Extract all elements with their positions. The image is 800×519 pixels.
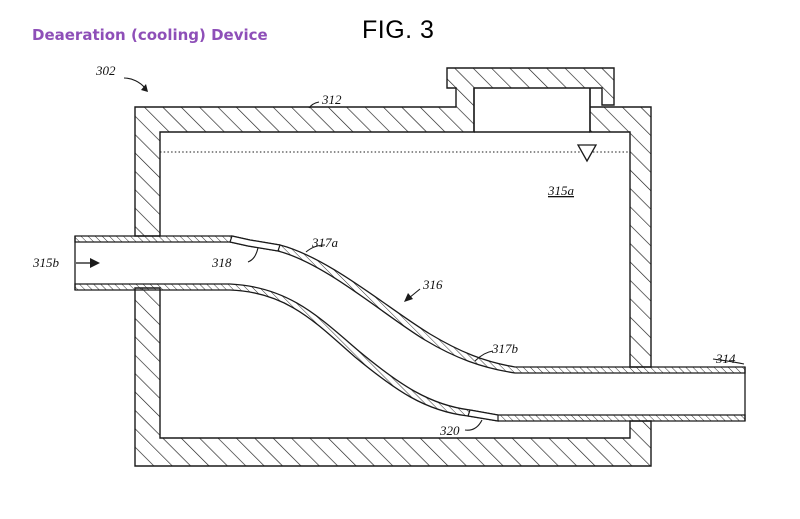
tube-316: [74, 235, 746, 422]
figure-title: FIG. 3: [362, 16, 435, 44]
fill-neck: [473, 88, 591, 133]
tube-arrow-icon: [404, 293, 413, 302]
label-315b: 315b: [32, 255, 60, 270]
label-314: 314: [715, 351, 736, 366]
label-317a: 317a: [311, 235, 339, 250]
label-318: 318: [211, 255, 232, 270]
diagram-caption: Deaeration (cooling) Device: [32, 26, 268, 44]
label-312: 312: [321, 92, 342, 107]
label-302: 302: [95, 63, 116, 78]
leader-lines: [123, 77, 745, 431]
device-arrow-icon: [141, 84, 148, 92]
label-316: 316: [422, 277, 443, 292]
label-315a: 315a: [547, 183, 575, 198]
inflow-arrow-icon: [76, 258, 100, 268]
label-320: 320: [439, 423, 460, 438]
label-317b: 317b: [491, 341, 519, 356]
water-level-icon: [576, 144, 598, 163]
